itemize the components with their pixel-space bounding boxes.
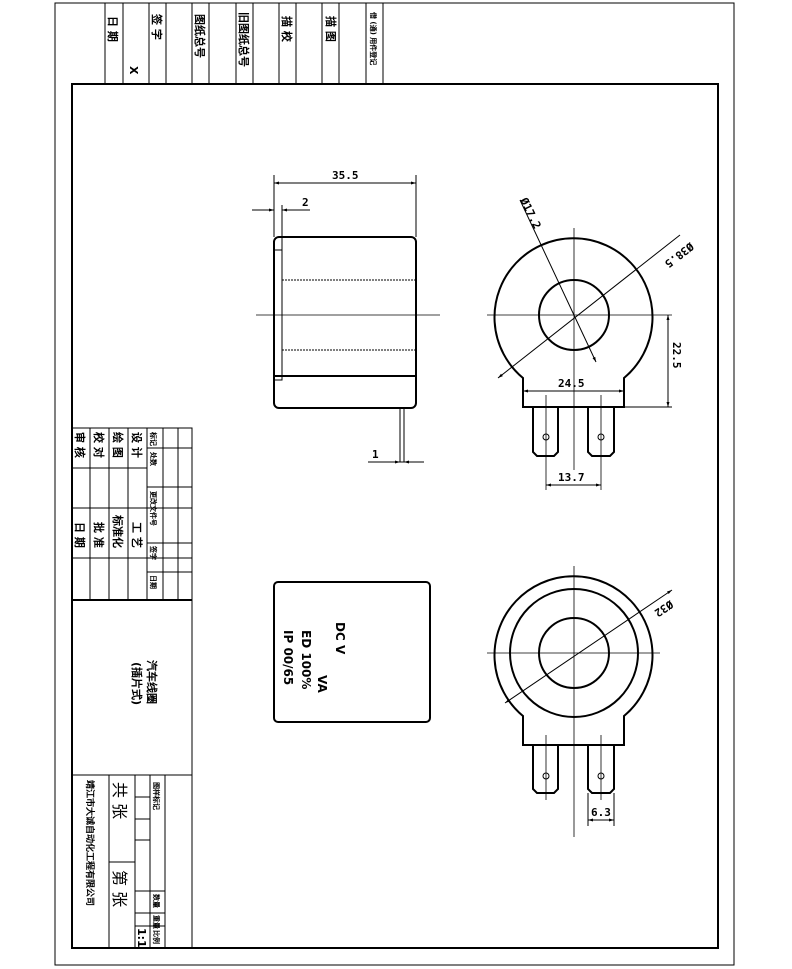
label-registry: 借 (通) 用件登记 — [369, 11, 378, 65]
label-signature: 签 字 — [150, 13, 164, 40]
top-registry-strip: 日 期 X 签 字 图纸总号 旧图纸总号 描 校 描 图 借 (通) 用件登记 — [104, 3, 384, 84]
meta-header-sample: 图样标记 — [152, 782, 161, 810]
dim-pin-spacing: 13.7 — [558, 471, 585, 484]
label-drawing-no: 图纸总号 — [193, 14, 207, 58]
company-name: 靖江市大诚自动化工程有限公司 — [84, 780, 96, 906]
meta-header-weight: 重量 — [152, 915, 161, 929]
nameplate-power: VA — [315, 675, 329, 693]
drawing-subtitle: (插片式) — [130, 662, 144, 705]
rev-header-doc: 更改文件号 — [149, 491, 158, 526]
dim-flange: 2 — [302, 196, 309, 209]
label-review: 审 核 — [73, 432, 87, 458]
rev-header-count: 处数 — [149, 451, 158, 467]
nameplate: DC V VA ED 100% IP 00/65 — [273, 581, 431, 723]
nameplate-duty: ED 100% — [299, 630, 313, 689]
rev-header-date: 日期 — [149, 575, 158, 589]
meta-header-qty: 数量 — [152, 894, 161, 908]
label-approve: 批 准 — [92, 522, 106, 548]
rev-header-sign: 签字 — [149, 545, 158, 560]
label-date: 日 期 — [73, 522, 87, 548]
label-standardize: 标准化 — [111, 514, 125, 548]
front-view-coil: Ø32 6.3 — [487, 566, 676, 837]
title-block: 审 核 校 对 绘 图 设 计 日 期 批 准 标准化 工 艺 标记 处数 更改… — [71, 427, 193, 949]
meta-header-scale: 比例 — [152, 930, 161, 944]
drawing-frame — [71, 83, 719, 949]
sheet-number: 第 张 — [110, 870, 129, 907]
label-process: 工 艺 — [130, 522, 144, 548]
label-date: 日 期 — [106, 16, 120, 42]
label-old-drawing-no: 旧图纸总号 — [237, 12, 251, 67]
dim-center-height: 22.5 — [670, 342, 683, 369]
label-proofread: 校 对 — [92, 432, 106, 458]
sheets-total: 共 张 — [110, 782, 129, 819]
dim-coil-diameter: Ø32 — [652, 597, 677, 619]
label-trace-check: 描 校 — [280, 16, 294, 43]
label-drawn: 绘 图 — [111, 432, 125, 458]
dim-length: 35.5 — [332, 169, 359, 182]
scale-value: 1:1 — [135, 928, 148, 948]
label-x: X — [127, 66, 140, 75]
dim-base-width: 24.5 — [558, 377, 585, 390]
dim-bore-diameter: Ø17.2 — [517, 195, 544, 231]
nameplate-ip: IP 00/65 — [281, 630, 295, 685]
rev-header-mark: 标记 — [149, 431, 158, 446]
outer-border — [54, 2, 735, 966]
label-trace: 描 图 — [324, 16, 338, 42]
dim-outer-diameter: Ø38.5 — [662, 239, 697, 270]
dim-tab-width: 6.3 — [591, 806, 611, 819]
label-design: 设 计 — [130, 432, 144, 458]
front-view-dimensioned: Ø17.2 Ø38.5 24.5 22.5 13.7 — [487, 195, 697, 490]
dim-pin: 1 — [372, 448, 379, 461]
nameplate-voltage: DC V — [333, 622, 347, 655]
drawing-title: 汽车线圈 — [145, 660, 159, 704]
side-view: 35.5 2 1 — [252, 169, 440, 464]
